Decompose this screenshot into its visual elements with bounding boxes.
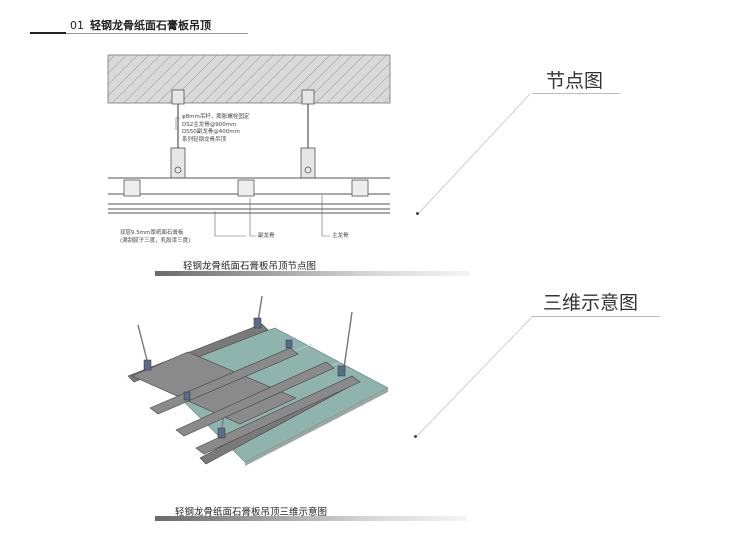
section2-label: 三维示意图 xyxy=(543,292,639,314)
leader-dot xyxy=(416,212,419,215)
gypsum-boards xyxy=(108,203,390,214)
hanger-rods-3d xyxy=(137,295,353,429)
secondary-keels xyxy=(123,179,369,197)
annotation-hanger: φ8mm吊杆，膨胀螺栓固定 DS2主龙骨@900mm DS50副龙骨@400mm… xyxy=(182,114,249,144)
section-number: 01 xyxy=(70,19,84,32)
leader-lines xyxy=(175,117,330,237)
header-accent-bar xyxy=(30,32,66,34)
section1-label-underline xyxy=(532,93,620,94)
label-leaders xyxy=(415,93,533,438)
annotation-line: 系列轻钢龙骨吊顶 xyxy=(182,136,227,143)
leader-dot xyxy=(414,435,417,438)
page-title-text: 轻钢龙骨纸面石膏板吊顶 xyxy=(90,19,211,32)
concrete-slab xyxy=(107,54,391,104)
annotation-line: DS2主龙骨@900mm xyxy=(182,121,237,128)
annotation-board: 双层9.5mm厚纸面石膏板 (满刮腻子三度，乳胶漆三度) xyxy=(120,230,190,245)
section1-caption: 轻钢龙骨纸面石膏板吊顶节点图 xyxy=(183,261,317,272)
connector-clips xyxy=(143,317,346,439)
annotation-line: 双层9.5mm厚纸面石膏板 xyxy=(120,230,184,236)
hanger-clips xyxy=(170,89,316,179)
section1-caption-bar xyxy=(155,271,470,276)
page-title: 01 轻钢龙骨纸面石膏板吊顶 xyxy=(70,17,211,33)
annotation-main-keel: 主龙骨 xyxy=(332,233,349,239)
annotation-line: (满刮腻子三度，乳胶漆三度) xyxy=(120,237,191,244)
annotation-secondary-keel: 副龙骨 xyxy=(258,233,275,239)
annotation-line: DS50副龙骨@400mm xyxy=(182,129,240,135)
header-rule xyxy=(66,33,248,34)
section2-caption-bar xyxy=(155,516,467,521)
section1-label: 节点图 xyxy=(546,70,604,92)
section2-caption: 轻钢龙骨纸面石膏板吊顶三维示意图 xyxy=(175,507,328,518)
section2-label-underline xyxy=(532,316,660,317)
annotation-line: φ8mm吊杆，膨胀螺栓固定 xyxy=(182,114,250,120)
